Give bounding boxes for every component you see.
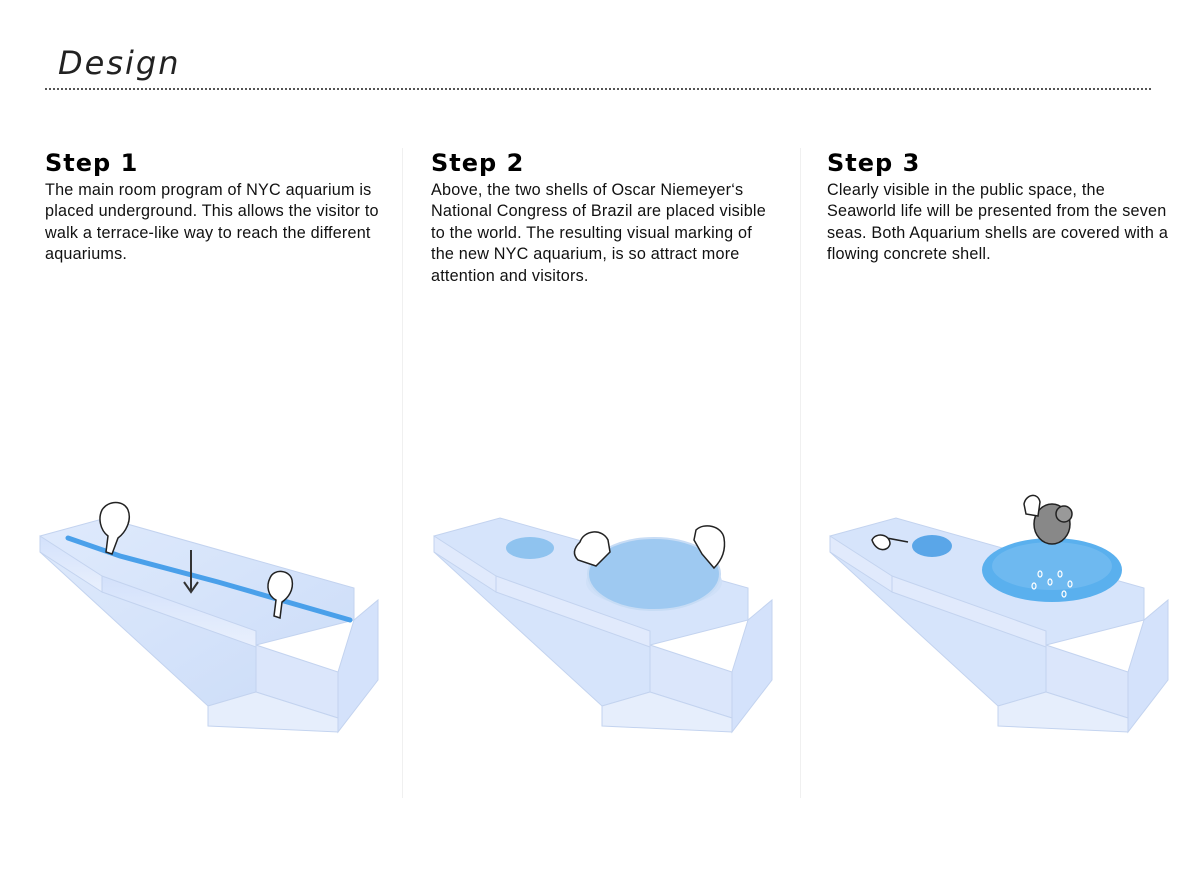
column-divider-2 [800, 148, 801, 798]
step-1-text: The main room program of NYC aquarium is… [45, 181, 379, 264]
shell-highlight [992, 542, 1112, 590]
step-2-column: Step 2 Above, the two shells of Oscar Ni… [431, 148, 776, 287]
step-3-illustration [828, 470, 1188, 760]
step-2-heading: Step 2 [431, 149, 525, 177]
block-base [433, 517, 773, 734]
step-2-text: Above, the two shells of Oscar Niemeyer‘… [431, 181, 766, 285]
brush-hand-icon [871, 534, 909, 551]
block-base [39, 517, 379, 734]
column-divider-1 [402, 148, 403, 798]
step-1-illustration [38, 470, 398, 760]
step-1-column: Step 1 The main room program of NYC aqua… [45, 148, 390, 266]
page-title: Design [58, 44, 181, 82]
block-base [829, 517, 1169, 734]
small-shell [506, 537, 554, 559]
small-shell [912, 535, 952, 557]
dotted-divider [45, 88, 1151, 90]
step-1-heading: Step 1 [45, 149, 139, 177]
step-3-column: Step 3 Clearly visible in the public spa… [827, 148, 1177, 266]
hand-icon [99, 501, 294, 620]
water-drops [1031, 570, 1073, 598]
step-3-heading: Step 3 [827, 149, 921, 177]
hand-icon [573, 525, 726, 570]
step-3-text: Clearly visible in the public space, the… [827, 181, 1169, 264]
large-shell [587, 537, 721, 611]
elephant-seal-icon [1023, 494, 1073, 545]
down-arrow-icon [183, 550, 199, 594]
step-2-illustration [432, 470, 792, 760]
